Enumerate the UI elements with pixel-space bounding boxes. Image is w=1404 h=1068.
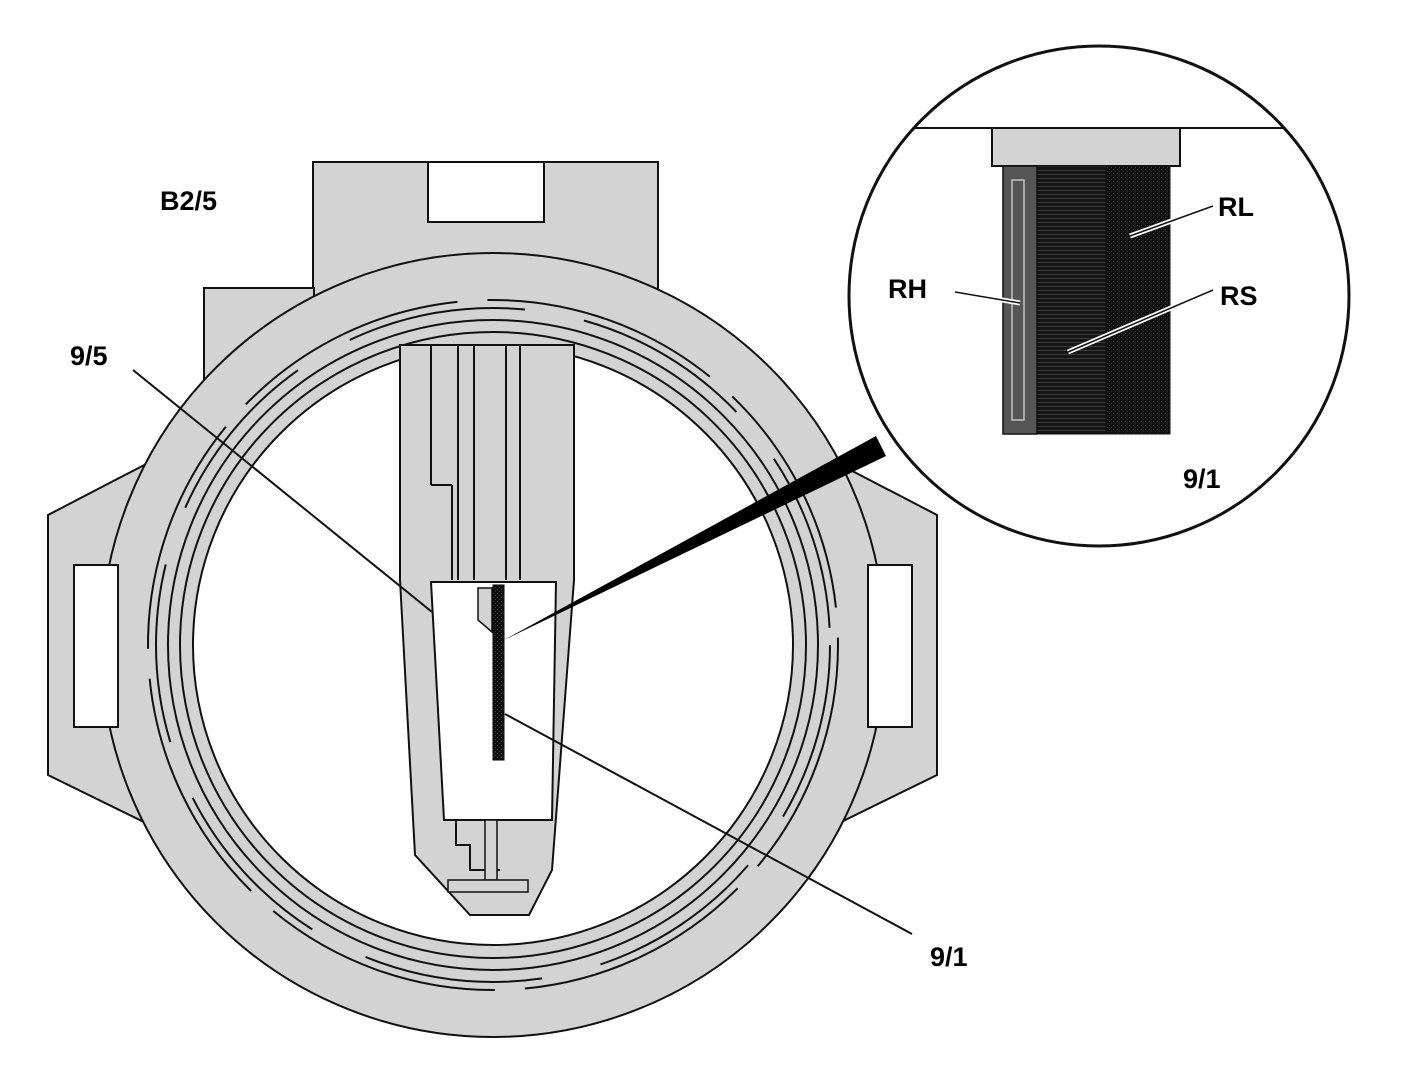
label-9-1: 9/1 xyxy=(930,942,968,972)
label-inset-9-1: 9/1 xyxy=(1183,464,1221,494)
magnified-inset xyxy=(847,44,1351,548)
mounting-slot-right xyxy=(867,564,913,728)
label-rl: RL xyxy=(1218,192,1254,222)
label-9-5: 9/5 xyxy=(70,341,108,371)
mounting-slot-left xyxy=(73,564,119,728)
label-b2-5: B2/5 xyxy=(160,186,218,216)
sensor-element xyxy=(492,584,505,761)
leader-line-9-5 xyxy=(132,369,433,613)
leader-line-9-1 xyxy=(504,713,913,935)
label-rh: RH xyxy=(888,274,927,304)
label-rs: RS xyxy=(1220,281,1258,311)
measuring-probe xyxy=(399,344,575,916)
magnifier-pointer xyxy=(504,436,886,640)
